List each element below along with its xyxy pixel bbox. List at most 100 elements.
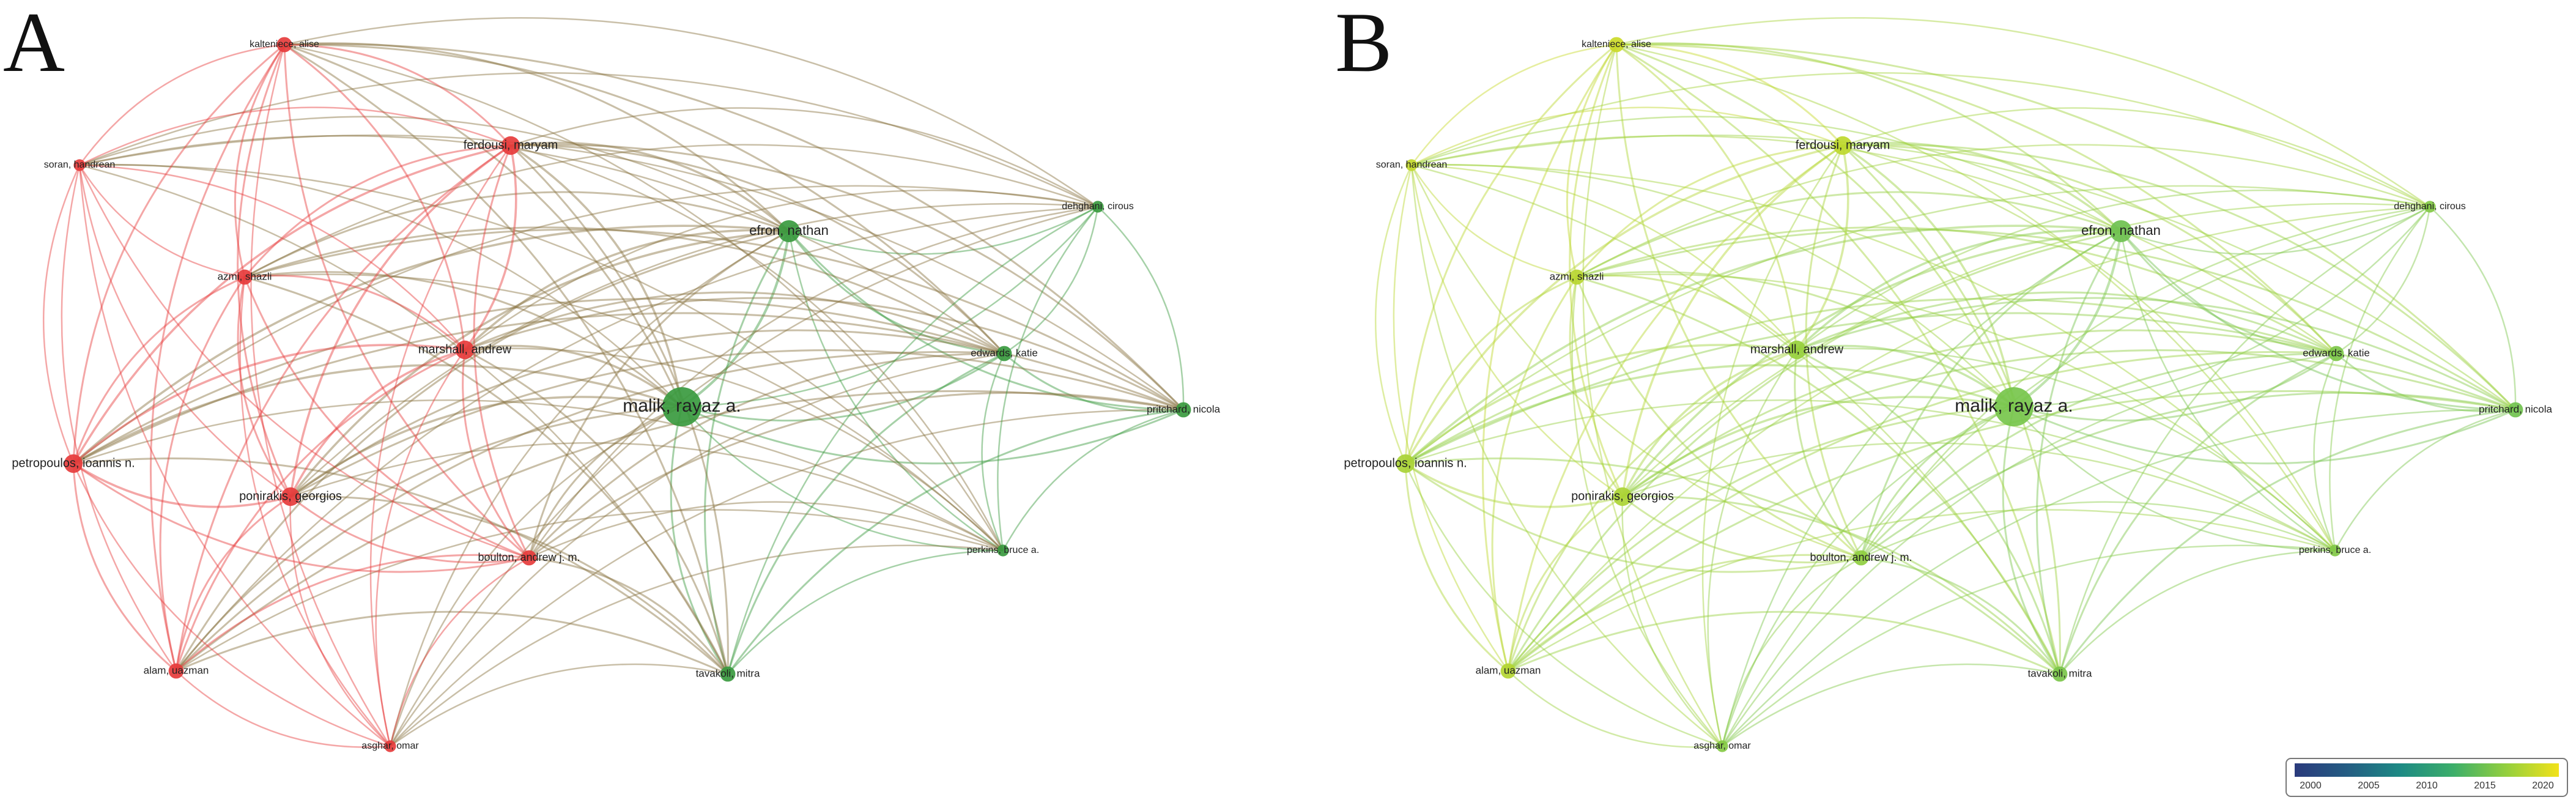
edge-pritchard-nicola--soran-handrean [79, 134, 1184, 411]
node-edwards-katie[interactable] [996, 346, 1012, 361]
edge-tavakoli-mitra--ferdousi-maryam [1841, 144, 2061, 675]
node-pritchard-nicola[interactable] [1175, 402, 1191, 418]
node-petropoulos-ioannis-n[interactable] [1396, 454, 1415, 473]
edge-marshall-andrew--ponirakis-georgios [289, 349, 465, 497]
node-azmi-shazli[interactable] [1569, 269, 1585, 285]
edge-edwards-katie--ponirakis-georgios [1622, 329, 2337, 498]
edge-efron-nathan--ferdousi-maryam [510, 141, 790, 232]
node-soran-handrean[interactable] [1405, 159, 1418, 171]
edge-boulton-andrew-j-m--asghar-omar [389, 557, 530, 747]
edge-kalteniece-alise--petropoulos-ioannis-n [72, 43, 285, 464]
edge-marshall-andrew--azmi-shazli [1576, 275, 1798, 351]
node-petropoulos-ioannis-n[interactable] [64, 454, 83, 473]
node-boulton-andrew-j-m[interactable] [521, 550, 537, 566]
edge-ponirakis-georgios--asghar-omar [1621, 496, 1723, 747]
legend-tick-label: 2010 [2416, 780, 2438, 791]
edge-kalteniece-alise--boulton-andrew-j-m [1615, 44, 1862, 559]
edge-marshall-andrew--boulton-andrew-j-m [1794, 349, 1862, 558]
edge-kalteniece-alise--boulton-andrew-j-m [283, 44, 530, 559]
node-label-dehghani-cirous: dehghani, cirous [2394, 201, 2465, 212]
edge-efron-nathan--azmi-shazli [1576, 191, 2122, 278]
node-perkins-bruce-a[interactable] [997, 544, 1009, 557]
node-efron-nathan[interactable] [778, 220, 800, 242]
edge-tavakoli-mitra--marshall-andrew [464, 349, 729, 675]
edge-perkins-bruce-a--asghar-omar [390, 544, 1004, 747]
edge-kalteniece-alise--azmi-shazli [1566, 44, 1618, 278]
node-perkins-bruce-a[interactable] [2329, 544, 2341, 557]
node-dehghani-cirous[interactable] [1092, 201, 1104, 213]
edge-malik-rayaz-a--marshall-andrew [1796, 344, 2015, 408]
edge-efron-nathan--asghar-omar [1721, 230, 2122, 747]
edge-malik-rayaz-a--ferdousi-maryam [510, 144, 683, 407]
node-efron-nathan[interactable] [2110, 220, 2132, 242]
edge-edwards-katie--tavakoli-mitra [2059, 352, 2337, 675]
node-dehghani-cirous[interactable] [2424, 201, 2436, 213]
node-kalteniece-alise[interactable] [1608, 37, 1624, 53]
edge-dehghani-cirous--boulton-andrew-j-m [528, 206, 1098, 558]
node-alam-uazman[interactable] [1500, 663, 1516, 679]
edge-kalteniece-alise--asghar-omar [250, 44, 391, 747]
edge-tavakoli-mitra--marshall-andrew [1796, 349, 2061, 675]
node-marshall-andrew[interactable] [1787, 340, 1807, 360]
node-ponirakis-georgios[interactable] [1613, 487, 1632, 506]
edge-malik-rayaz-a--edwards-katie [2013, 352, 2337, 422]
edge-efron-nathan--alam-uazman [175, 230, 790, 672]
edge-pritchard-nicola--boulton-andrew-j-m [1860, 391, 2516, 559]
legend-tick-label: 2015 [2474, 780, 2496, 791]
edge-malik-rayaz-a--ponirakis-georgios [289, 396, 683, 498]
node-kalteniece-alise[interactable] [276, 37, 292, 53]
edge-dehghani-cirous--alam-uazman [176, 206, 1098, 672]
edge-marshall-andrew--asghar-omar [375, 349, 466, 747]
edge-pritchard-nicola--marshall-andrew [1796, 297, 2516, 411]
node-pritchard-nicola[interactable] [2508, 402, 2523, 418]
node-malik-rayaz-a[interactable] [1994, 387, 2034, 426]
edge-efron-nathan--kalteniece-alise [284, 42, 790, 232]
node-ferdousi-maryam[interactable] [501, 136, 520, 155]
node-ponirakis-georgios[interactable] [281, 487, 300, 506]
edge-perkins-bruce-a--ponirakis-georgios [290, 442, 1004, 552]
edge-ferdousi-maryam--boulton-andrew-j-m [1805, 145, 1862, 558]
edge-soran-handrean--boulton-andrew-j-m [1410, 165, 1862, 559]
edge-pritchard-nicola--perkins-bruce-a [1002, 409, 1184, 551]
edge-ferdousi-maryam--soran-handrean [79, 106, 511, 166]
edge-soran-handrean--ponirakis-georgios [1410, 165, 1623, 498]
node-asghar-omar[interactable] [1716, 740, 1728, 752]
edge-kalteniece-alise--asghar-omar [1582, 44, 1723, 747]
edge-edwards-katie--asghar-omar [389, 352, 1005, 747]
node-boulton-andrew-j-m[interactable] [1853, 550, 1869, 566]
node-malik-rayaz-a[interactable] [662, 387, 701, 426]
node-alam-uazman[interactable] [168, 663, 184, 679]
node-ferdousi-maryam[interactable] [1833, 136, 1852, 155]
node-tavakoli-mitra[interactable] [2052, 666, 2068, 682]
node-label-asghar-omar: asghar, omar [361, 741, 419, 751]
node-tavakoli-mitra[interactable] [720, 666, 736, 682]
node-label-soran-handrean: soran, handrean [1376, 160, 1448, 170]
edge-perkins-bruce-a--marshall-andrew [464, 347, 1004, 551]
edge-pritchard-nicola--petropoulos-ioannis-n [1405, 312, 2516, 465]
edge-ferdousi-maryam--kalteniece-alise [284, 43, 512, 147]
edge-dehghani-cirous--petropoulos-ioannis-n [73, 185, 1098, 464]
node-label-perkins-bruce-a: perkins, bruce a. [967, 545, 1039, 555]
edge-ponirakis-georgios--boulton-andrew-j-m [290, 495, 530, 563]
node-azmi-shazli[interactable] [237, 269, 253, 285]
legend-tick-label: 2020 [2532, 780, 2554, 791]
edge-malik-rayaz-a--boulton-andrew-j-m [1860, 406, 2015, 558]
node-label-malik-rayaz-a: malik, rayaz a. [1955, 396, 2073, 416]
edge-petropoulos-ioannis-n--alam-uazman [1404, 463, 1509, 672]
edge-pritchard-nicola--kalteniece-alise [284, 43, 1185, 411]
node-soran-handrean[interactable] [73, 159, 86, 171]
node-marshall-andrew[interactable] [455, 340, 475, 360]
node-label-perkins-bruce-a: perkins, bruce a. [2299, 545, 2371, 555]
edge-efron-nathan--kalteniece-alise [1616, 42, 2122, 232]
edge-marshall-andrew--boulton-andrew-j-m [462, 349, 530, 558]
node-edwards-katie[interactable] [2328, 346, 2344, 361]
edge-soran-handrean--petropoulos-ioannis-n [1374, 165, 1413, 464]
edge-malik-rayaz-a--asghar-omar [389, 406, 683, 747]
edge-dehghani-cirous--ponirakis-georgios [290, 202, 1098, 497]
edges [1374, 17, 2517, 748]
node-asghar-omar[interactable] [384, 740, 396, 752]
node-label-marshall-andrew: marshall, andrew [1750, 343, 1844, 356]
edge-pritchard-nicola--perkins-bruce-a [2334, 409, 2516, 551]
edge-perkins-bruce-a--alam-uazman [1508, 509, 2336, 672]
